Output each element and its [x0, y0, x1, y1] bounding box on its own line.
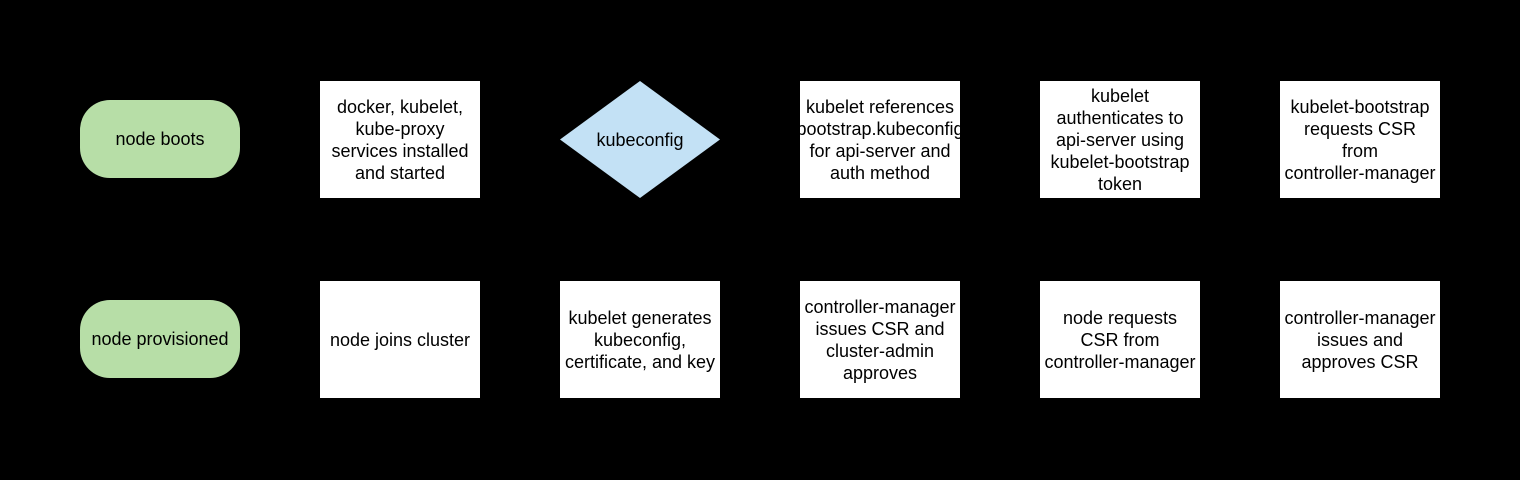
node-label: controller-manager issues CSR and cluste… [804, 296, 956, 383]
node-label: kubelet generates kubeconfig, certificat… [564, 307, 716, 372]
process-references-bootstrap-kubeconfig: kubelet references bootstrap.kubeconfig … [796, 81, 964, 198]
node-label: node requests CSR from controller-manage… [1044, 307, 1196, 372]
node-label: node provisioned [91, 329, 229, 349]
node-label: docker, kubelet, kube-proxy services ins… [331, 96, 469, 183]
process-bootstrap-requests-csr: kubelet-bootstrap requests CSR from cont… [1280, 81, 1440, 198]
process-kubelet-generates-kubeconfig: kubelet generates kubeconfig, certificat… [560, 281, 720, 398]
node-label: controller-manager issues and approves C… [1284, 307, 1436, 372]
node-label: node boots [115, 129, 205, 149]
process-cm-issues-csr-admin-approves: controller-manager issues CSR and cluste… [800, 281, 960, 398]
node-label: kubelet references bootstrap.kubeconfig … [796, 96, 964, 183]
node-label: kubelet-bootstrap requests CSR from cont… [1284, 96, 1436, 183]
process-services-installed: docker, kubelet, kube-proxy services ins… [320, 81, 480, 198]
process-authenticates-to-api-server: kubelet authenticates to api-server usin… [1040, 81, 1200, 198]
node-label: kubelet authenticates to api-server usin… [1050, 85, 1190, 194]
process-cm-issues-and-approves-csr: controller-manager issues and approves C… [1280, 281, 1440, 398]
decision-kubeconfig: kubeconfig [560, 81, 720, 198]
terminal-node-boots: node boots [80, 100, 240, 178]
node-label: kubeconfig [596, 129, 684, 150]
process-node-requests-csr: node requests CSR from controller-manage… [1040, 281, 1200, 398]
terminal-node-provisioned: node provisioned [80, 300, 240, 378]
process-node-joins-cluster: node joins cluster [320, 281, 480, 398]
node-label: node joins cluster [329, 329, 471, 350]
